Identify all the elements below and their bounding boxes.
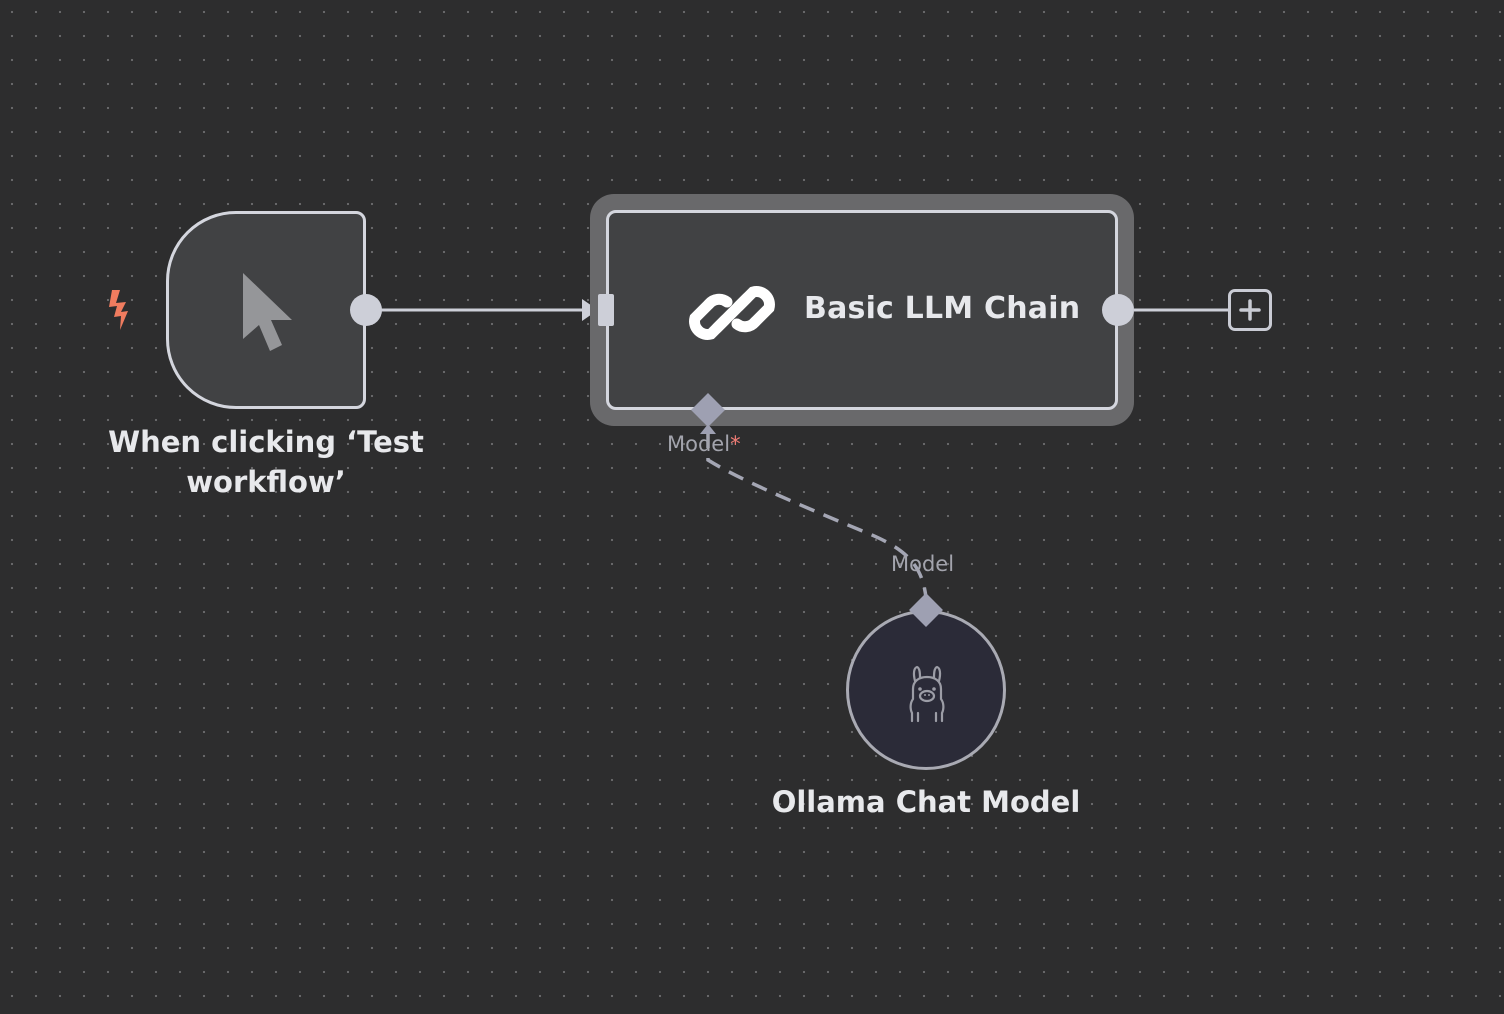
ollama-model-port-label: Model: [891, 552, 955, 576]
trigger-output-handle[interactable]: [350, 294, 382, 326]
chain-node-title: Basic LLM Chain: [804, 291, 1081, 326]
plus-icon: [1239, 299, 1261, 321]
model-port-arrow: [700, 424, 716, 434]
manual-trigger-node[interactable]: [166, 211, 366, 409]
link-chain-icon: [689, 286, 775, 340]
lightning-bolt-icon: [109, 290, 128, 330]
required-marker: *: [730, 432, 741, 456]
cursor-icon: [243, 273, 292, 351]
model-connection-dashed[interactable]: [706, 432, 928, 599]
model-port-label: Model*: [667, 432, 741, 456]
add-node-button[interactable]: [1228, 289, 1272, 331]
llama-icon: [909, 665, 945, 723]
ollama-node-label: Ollama Chat Model: [771, 785, 1081, 819]
chain-output-handle[interactable]: [1102, 294, 1134, 326]
trigger-node-label: When clicking ‘Test workflow’: [108, 425, 424, 499]
chain-input-handle[interactable]: [598, 294, 614, 326]
ollama-chat-model-node[interactable]: [846, 610, 1006, 770]
basic-llm-chain-node[interactable]: Basic LLM Chain: [606, 210, 1118, 410]
model-port-label-text: Model: [667, 432, 731, 456]
